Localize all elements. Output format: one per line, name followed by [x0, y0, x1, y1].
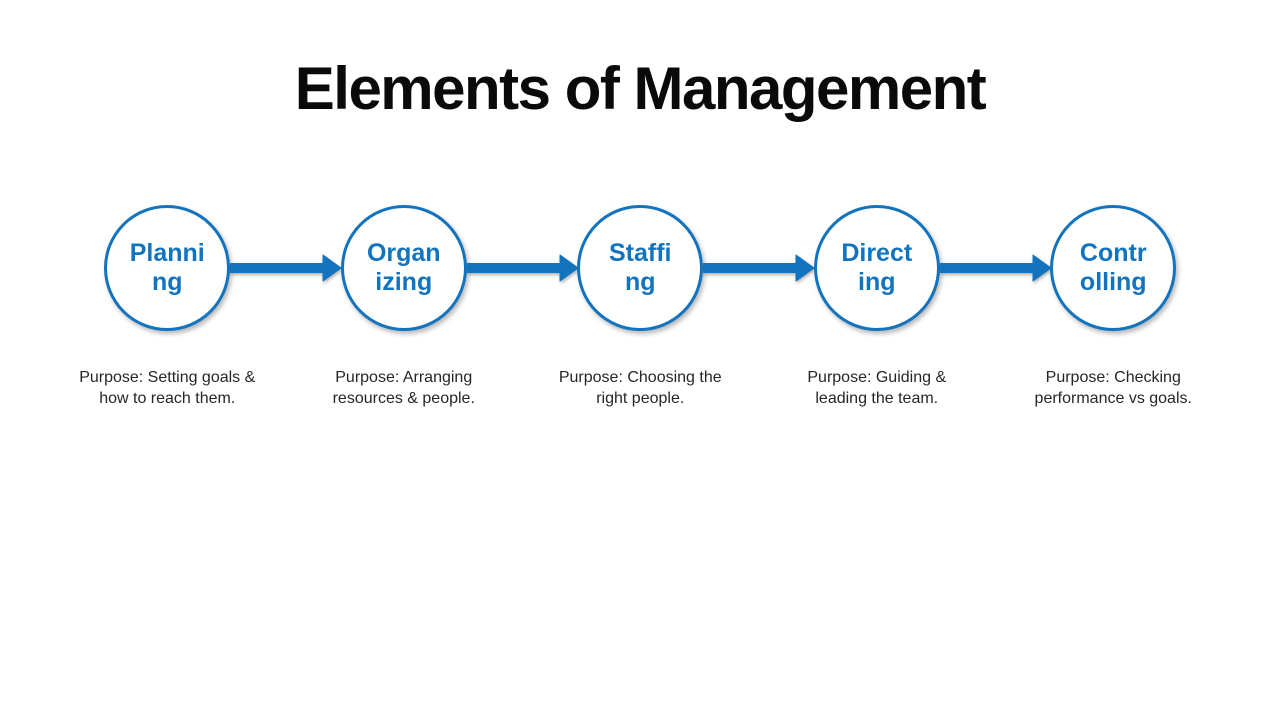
process-stage-organizing: Organ izing Purpose: Arranging resources…: [286, 205, 578, 409]
stage-label: Direct ing: [841, 239, 913, 296]
stage-label: Planni ng: [129, 239, 205, 296]
stage-purpose: Purpose: Setting goals & how to reach th…: [79, 369, 256, 407]
process-stage-directing: Direct ing Purpose: Guiding & leading th…: [759, 205, 1051, 409]
process-stage-planning: Planni ng Purpose: Setting goals & how t…: [49, 205, 341, 409]
process-stage-staffing: Staffi ng Purpose: Choosing the right pe…: [522, 205, 814, 409]
stage-purpose: Purpose: Checking performance vs goals.: [1034, 369, 1192, 407]
page-title: Elements of Management: [294, 55, 987, 122]
stage-circle: Direct ing: [813, 205, 940, 331]
stage-label: Staffi ng: [609, 239, 672, 296]
stage-label: Organ izing: [366, 239, 441, 296]
stage-purpose: Purpose: Choosing the right people.: [558, 369, 722, 407]
diagram-row: Planni ng Purpose: Setting goals & how t…: [49, 205, 1232, 409]
stage-circle: Planni ng: [104, 205, 231, 331]
stage-circle: Organ izing: [340, 205, 467, 331]
stage-purpose: Purpose: Guiding & leading the team.: [807, 369, 947, 407]
stage-purpose: Purpose: Arranging resources & people.: [332, 369, 475, 407]
stage-label: Contr olling: [1079, 239, 1147, 296]
stage-circle: Contr olling: [1050, 205, 1177, 331]
process-stage-controlling: Contr olling Purpose: Checking performan…: [995, 205, 1232, 409]
stage-circle: Staffi ng: [577, 205, 704, 331]
